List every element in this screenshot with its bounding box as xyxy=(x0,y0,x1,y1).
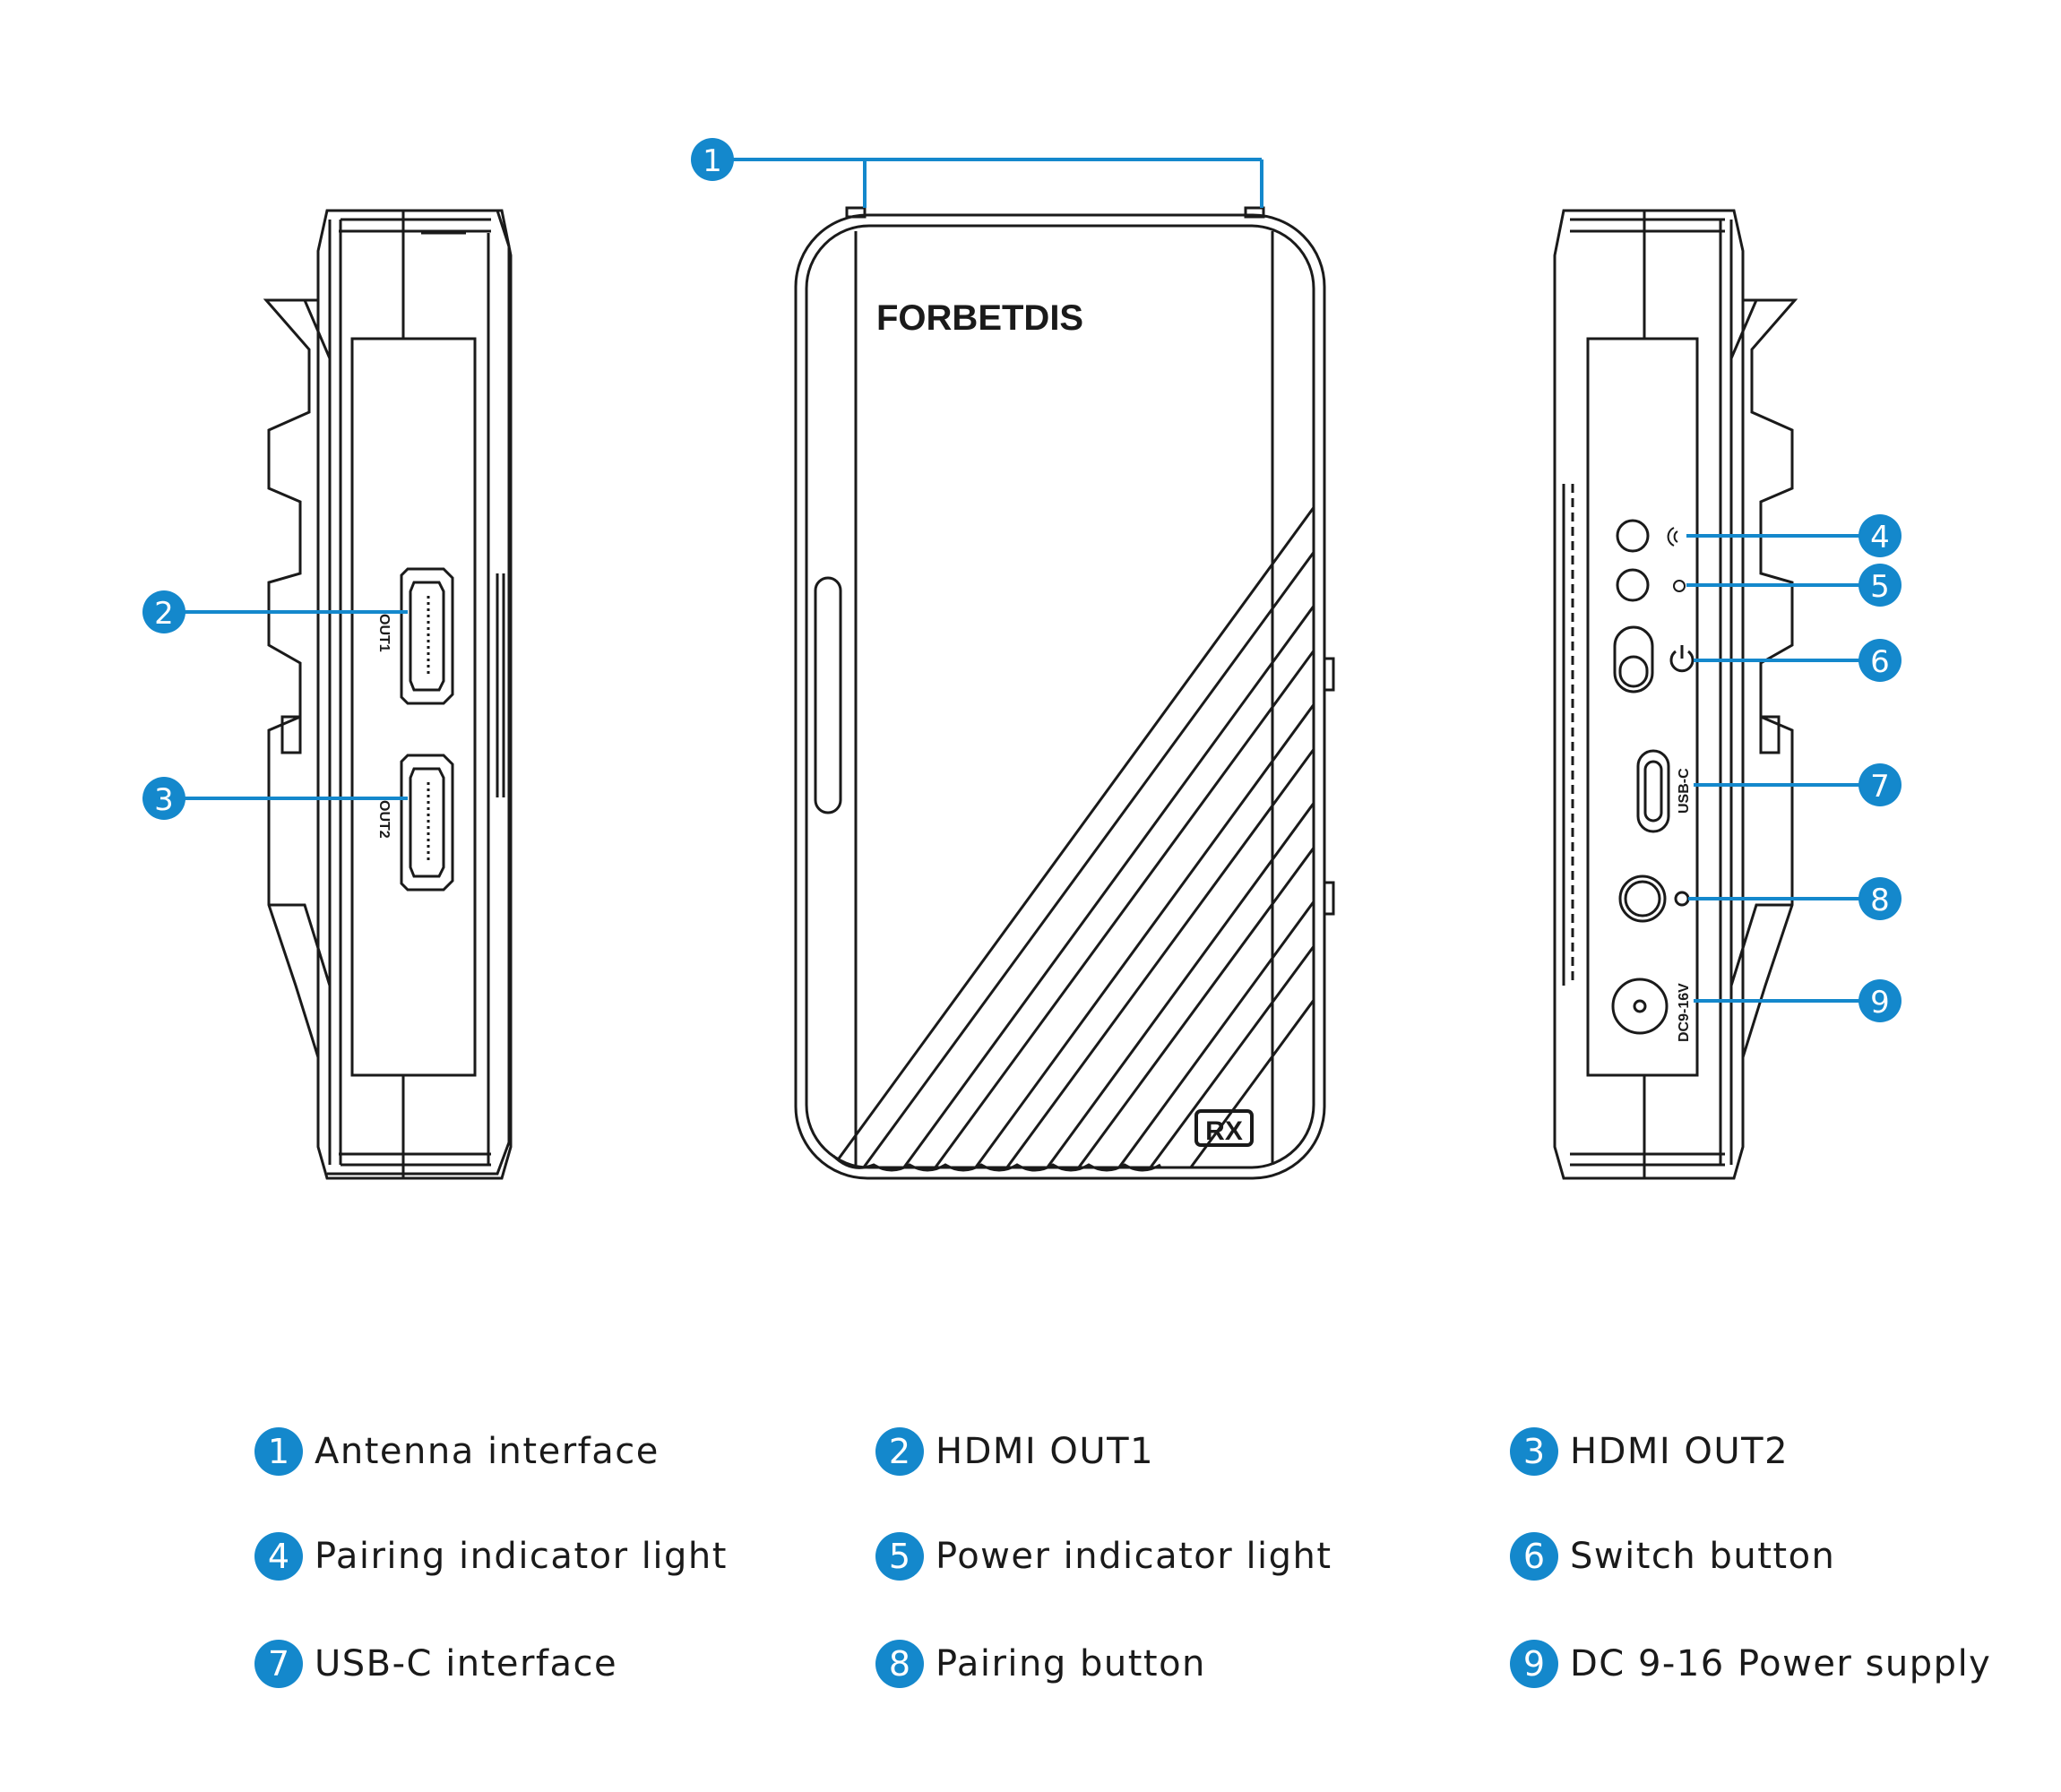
power-light-icon xyxy=(1673,580,1686,592)
legend-badge-7: 7 xyxy=(254,1640,303,1688)
pairing-light-icon xyxy=(1667,527,1678,547)
svg-text:3: 3 xyxy=(154,782,174,818)
legend-item-9: 9 DC 9-16 Power supply xyxy=(1510,1637,1991,1691)
callout-badges: 1 2 3 4 5 6 7 8 xyxy=(142,138,1901,1022)
svg-text:7: 7 xyxy=(1870,769,1890,805)
legend-item-8: 8 Pairing button xyxy=(875,1637,1206,1691)
port-label-dc: DC9-16V xyxy=(1677,983,1692,1042)
callout-4: 4 xyxy=(1858,514,1901,557)
right-side-view xyxy=(1553,209,1798,1180)
legend-label-3: HDMI OUT2 xyxy=(1570,1431,1789,1472)
svg-text:5: 5 xyxy=(1870,569,1890,605)
legend-badge-2: 2 xyxy=(875,1427,924,1476)
legend-item-1: 1 Antenna interface xyxy=(254,1425,660,1478)
legend-label-8: Pairing button xyxy=(936,1643,1206,1684)
legend-badge-3: 3 xyxy=(1510,1427,1558,1476)
svg-text:4: 4 xyxy=(1870,520,1890,556)
left-side-view xyxy=(263,209,513,1180)
legend-badge-1: 1 xyxy=(254,1427,303,1476)
legend-item-6: 6 Switch button xyxy=(1510,1529,1835,1583)
callout-2: 2 xyxy=(142,590,185,633)
legend-badge-9: 9 xyxy=(1510,1640,1558,1688)
legend-label-5: Power indicator light xyxy=(936,1536,1332,1577)
svg-text:9: 9 xyxy=(1870,985,1890,1021)
port-label-out2: OUT2 xyxy=(376,800,392,839)
callout-8: 8 xyxy=(1858,877,1901,920)
callout-lines xyxy=(184,158,1859,1003)
callout-9: 9 xyxy=(1858,979,1901,1022)
callout-3: 3 xyxy=(142,777,185,820)
legend-badge-6: 6 xyxy=(1510,1532,1558,1581)
svg-text:8: 8 xyxy=(1870,883,1890,918)
legend-item-7: 7 USB-C interface xyxy=(254,1637,617,1691)
callout-7: 7 xyxy=(1858,763,1901,806)
legend-label-1: Antenna interface xyxy=(315,1431,660,1472)
model-badge: RX xyxy=(1205,1116,1243,1146)
legend-label-7: USB-C interface xyxy=(315,1643,618,1684)
legend-badge-8: 8 xyxy=(875,1640,924,1688)
legend-item-4: 4 Pairing indicator light xyxy=(254,1529,728,1583)
legend-item-2: 2 HDMI OUT1 xyxy=(875,1425,1154,1478)
port-label-out1: OUT1 xyxy=(376,614,392,652)
legend-label-9: DC 9-16 Power supply xyxy=(1570,1643,1992,1684)
callout-6: 6 xyxy=(1858,639,1901,682)
legend-label-2: HDMI OUT1 xyxy=(936,1431,1155,1472)
legend-label-6: Switch button xyxy=(1570,1536,1836,1577)
brand-name: FORBETDIS xyxy=(876,298,1083,338)
legend-item-3: 3 HDMI OUT2 xyxy=(1510,1425,1789,1478)
front-view xyxy=(794,206,1335,1180)
legend-item-5: 5 Power indicator light xyxy=(875,1529,1332,1583)
svg-text:2: 2 xyxy=(154,596,174,632)
callout-1: 1 xyxy=(691,138,734,181)
legend-badge-5: 5 xyxy=(875,1532,924,1581)
callout-5: 5 xyxy=(1858,564,1901,607)
legend-badge-4: 4 xyxy=(254,1532,303,1581)
svg-text:1: 1 xyxy=(703,143,722,179)
svg-text:6: 6 xyxy=(1870,644,1890,680)
legend-label-4: Pairing indicator light xyxy=(315,1536,728,1577)
port-label-usbc: USB-C xyxy=(1677,768,1692,814)
